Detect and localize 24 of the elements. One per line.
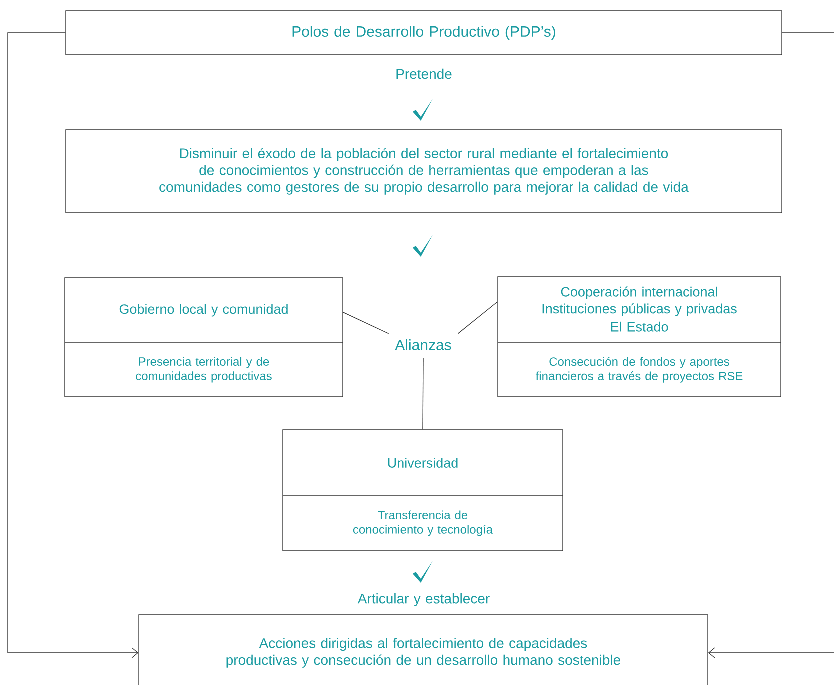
box-heading: Cooperación internacional	[561, 286, 718, 300]
box-heading: Gobierno local y comunidad	[120, 304, 288, 317]
connector-line	[8, 32, 139, 658]
box-text: Consecución de fondos y aportes financieros a través de proyectos RSE	[536, 357, 743, 383]
connector-label: Pretende	[396, 68, 452, 80]
connector-line	[422, 358, 424, 430]
connector-line	[343, 312, 390, 334]
box-text: Acciones dirigidas al fortalecimiento de capacidades productivas y consecución de un desarrollo humano sostenible	[226, 638, 620, 668]
box-text: Presencia territorial y de comunidades productivas	[136, 357, 272, 383]
connector-line	[708, 32, 834, 658]
connector-line	[458, 302, 498, 334]
process-box	[282, 430, 564, 552]
box-heading: Instituciones públicas y privadas	[542, 304, 737, 316]
box-text: Transferencia de conocimiento y tecnología	[353, 510, 493, 536]
process-box	[66, 130, 782, 214]
box-heading: Universidad	[388, 458, 458, 468]
process-box	[64, 278, 344, 398]
box-text: Disminuir el éxodo de la población del sector rural mediante el fortalecimiento de conocimientos y construcción de herramientas que empoderan a las comunidades como gestores de su propio desarrollo para mejorar la calidad de vida	[160, 148, 689, 195]
alliance-text: Alianzas	[395, 340, 452, 350]
process-box	[66, 10, 782, 56]
process-box	[498, 276, 782, 398]
process-box	[138, 614, 708, 685]
box-heading: El Estado	[611, 322, 668, 332]
box-text: Polos de Desarrollo Productivo (PDP’s)	[292, 26, 556, 40]
